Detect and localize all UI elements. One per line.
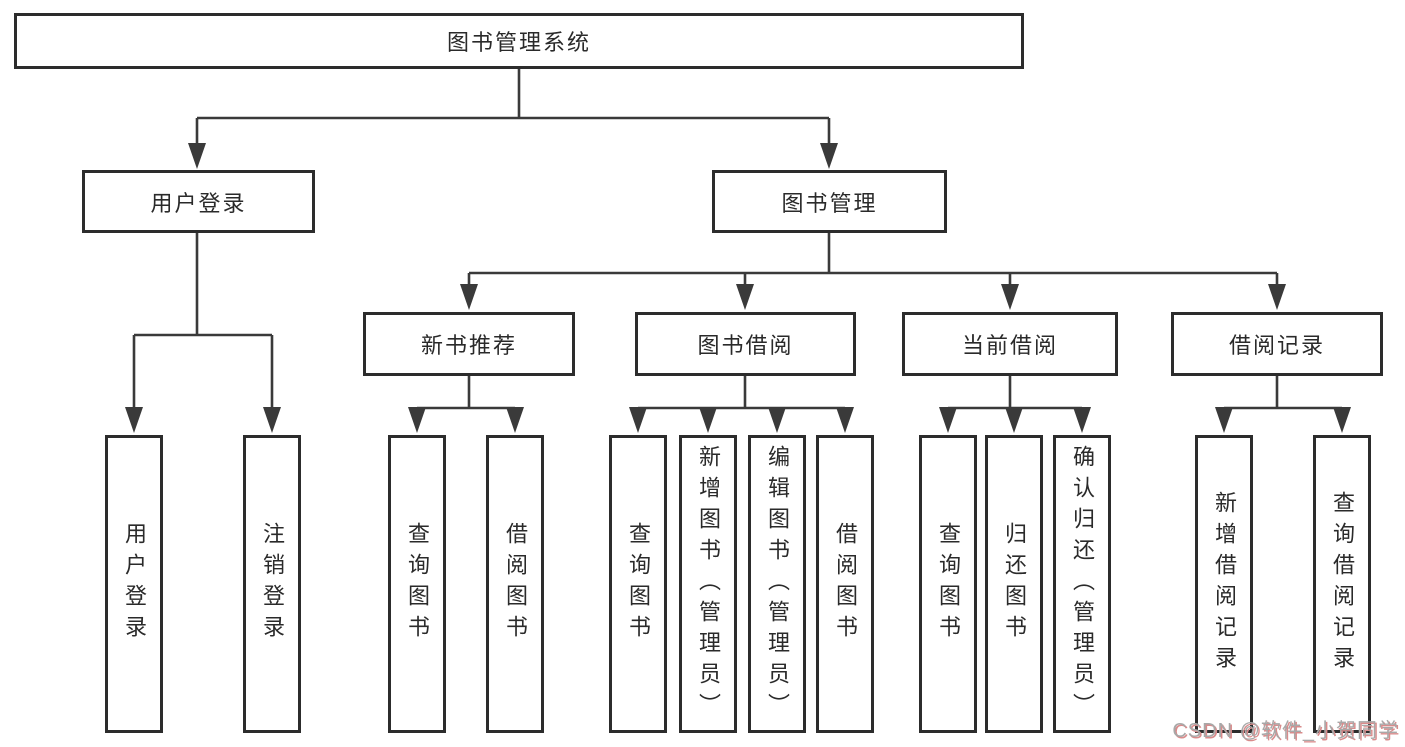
- leaf-user-login: 用户登录: [105, 435, 163, 733]
- arrowhead-icon: [506, 407, 524, 433]
- leaf-records-query-record: 查询借阅记录: [1313, 435, 1371, 733]
- node-root: 图书管理系统: [14, 13, 1024, 69]
- arrowhead-icon: [1268, 284, 1286, 310]
- leaf-current-query-books: 查询图书: [919, 435, 977, 733]
- arrowhead-icon: [820, 143, 838, 169]
- node-book-borrow: 图书借阅: [635, 312, 856, 376]
- arrowhead-icon: [125, 407, 143, 433]
- arrowhead-icon: [768, 407, 786, 433]
- leaf-current-confirm-return-admin: 确认归还（管理员）: [1053, 435, 1111, 733]
- arrowhead-icon: [699, 407, 717, 433]
- watermark: CSDN @软件_小贺同学: [1172, 720, 1399, 742]
- node-book-management: 图书管理: [712, 170, 947, 233]
- arrowhead-icon: [1333, 407, 1351, 433]
- arrowhead-icon: [263, 407, 281, 433]
- leaf-logout: 注销登录: [243, 435, 301, 733]
- leaf-borrow-add-books-admin: 新增图书（管理员）: [679, 435, 737, 733]
- arrowhead-icon: [736, 284, 754, 310]
- arrowhead-icon: [1001, 284, 1019, 310]
- node-user-login: 用户登录: [82, 170, 315, 233]
- arrowhead-icon: [836, 407, 854, 433]
- node-new-book-recommend: 新书推荐: [363, 312, 575, 376]
- leaf-borrow-borrow-books: 借阅图书: [816, 435, 874, 733]
- arrowhead-icon: [1073, 407, 1091, 433]
- leaf-current-return-books: 归还图书: [985, 435, 1043, 733]
- arrowhead-icon: [629, 407, 647, 433]
- leaf-newbooks-borrow-books: 借阅图书: [486, 435, 544, 733]
- arrowhead-icon: [408, 407, 426, 433]
- arrowhead-icon: [460, 284, 478, 310]
- leaf-newbooks-query-books: 查询图书: [388, 435, 446, 733]
- node-current-borrow: 当前借阅: [902, 312, 1118, 376]
- arrowhead-icon: [1005, 407, 1023, 433]
- node-borrow-records: 借阅记录: [1171, 312, 1383, 376]
- leaf-borrow-edit-books-admin: 编辑图书（管理员）: [748, 435, 806, 733]
- leaf-borrow-query-books: 查询图书: [609, 435, 667, 733]
- arrowhead-icon: [939, 407, 957, 433]
- leaf-records-add-record: 新增借阅记录: [1195, 435, 1253, 733]
- arrowhead-icon: [188, 143, 206, 169]
- arrowhead-icon: [1215, 407, 1233, 433]
